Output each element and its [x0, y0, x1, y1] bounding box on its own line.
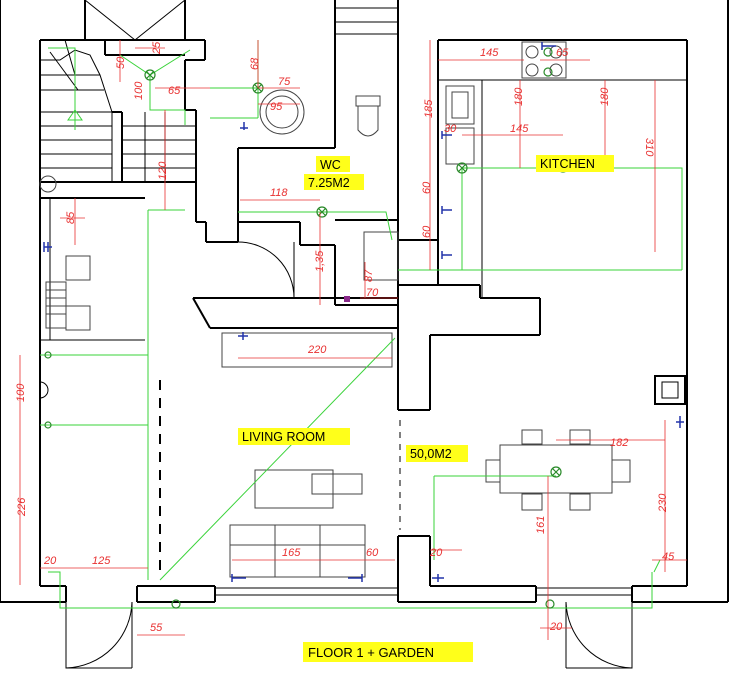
- wiring: [40, 40, 683, 609]
- dim-label: 165: [282, 547, 301, 559]
- dimension-labels: 50 25 68 75 100 65 95 120 118 85 1,35 87…: [15, 41, 675, 634]
- dim-label: 180: [599, 87, 611, 106]
- dim-label: 161: [535, 516, 547, 534]
- dim-label: 30: [444, 123, 457, 135]
- dim-label: 145: [480, 47, 499, 59]
- dimension-lines: [19, 40, 687, 640]
- living-room-label: LIVING ROOM: [242, 430, 325, 444]
- dim-label: 20: [429, 547, 443, 559]
- plan-caption: FLOOR 1 + GARDEN: [308, 645, 434, 660]
- dim-label: 95: [270, 101, 283, 113]
- kitchen-label: KITCHEN: [540, 157, 595, 171]
- dim-label: 20: [43, 555, 57, 567]
- dim-label: 68: [249, 57, 261, 70]
- socket-icon: [441, 131, 452, 139]
- wall-lamp-icon: [171, 599, 181, 609]
- lamp-icon: [543, 67, 553, 77]
- junction-box-icon: [344, 296, 350, 302]
- lamp-icon: [456, 162, 468, 174]
- lamp-icon: [550, 466, 562, 478]
- furniture: [39, 0, 687, 669]
- dim-label: 180: [513, 87, 525, 106]
- wall-lamp-icon: [44, 421, 52, 429]
- dim-label: 1,35: [314, 250, 326, 272]
- dim-label: 55: [150, 622, 163, 634]
- room-labels: WC 7.25M2 KITCHEN LIVING ROOM 50,0M2: [238, 155, 614, 462]
- dim-label: 87: [363, 269, 375, 282]
- walls: [0, 0, 729, 603]
- dim-label: 125: [92, 555, 111, 567]
- dim-label: 75: [278, 76, 291, 88]
- dim-label: 65: [556, 47, 569, 59]
- wc-area-label: 7.25M2: [308, 176, 350, 190]
- dim-label: 25: [151, 41, 163, 55]
- dim-label: 220: [307, 344, 327, 356]
- dim-label: 100: [15, 383, 27, 402]
- wall-lamp-icon: [545, 599, 555, 609]
- wall-lamp-icon: [44, 351, 52, 359]
- dim-label: 20: [549, 621, 563, 633]
- dim-label: 100: [133, 81, 145, 100]
- dim-label: 45: [662, 551, 675, 563]
- dim-label: 226: [16, 497, 28, 517]
- power-sockets: [43, 42, 684, 582]
- socket-icon: [240, 122, 248, 130]
- socket-icon: [676, 416, 684, 428]
- dim-label: 182: [610, 437, 628, 449]
- socket-icon: [238, 332, 248, 340]
- dim-label: 60: [366, 547, 379, 559]
- dim-label: 70: [366, 287, 379, 299]
- dim-label: 120: [157, 161, 169, 180]
- socket-icon: [441, 206, 452, 214]
- dim-label: 60: [421, 225, 433, 238]
- socket-icon: [432, 574, 444, 582]
- socket-icon: [541, 42, 556, 50]
- socket-icon: [231, 574, 246, 582]
- dim-label: 65: [168, 85, 181, 97]
- dim-label: 85: [65, 211, 77, 224]
- dim-label: 230: [657, 493, 669, 513]
- dim-label: 60: [421, 181, 433, 194]
- dim-label: 310: [643, 138, 655, 157]
- socket-icon: [348, 574, 363, 582]
- dim-label: 185: [423, 99, 435, 118]
- lamp-icon: [144, 69, 156, 81]
- footer-highlight: [303, 642, 473, 662]
- socket-icon: [441, 251, 452, 259]
- socket-icon: [43, 242, 52, 252]
- dim-label: 145: [510, 123, 529, 135]
- living-area-label: 50,0M2: [410, 447, 452, 461]
- dim-label: 118: [270, 187, 288, 199]
- dim-label: 50: [115, 56, 127, 69]
- wc-label: WC: [320, 158, 341, 172]
- lamp-icon: [543, 47, 553, 57]
